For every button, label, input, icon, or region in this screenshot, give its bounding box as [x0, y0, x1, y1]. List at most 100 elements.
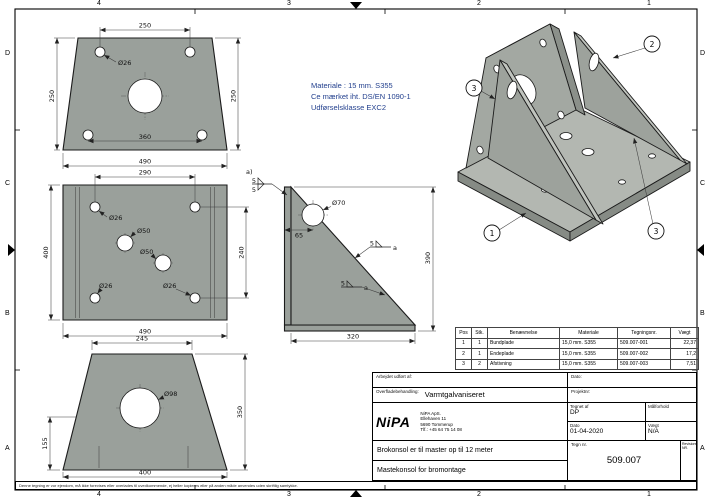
col-header: Benævnelse	[487, 327, 560, 339]
dim-label: 240	[238, 246, 246, 258]
parts-row: 3 2 Afstivning 15,0 mm. S355 509.007-003…	[455, 358, 699, 370]
weld-symbols: a) 5 5 5 a 5 a	[246, 168, 397, 296]
hole-callout: Ø70	[332, 199, 345, 207]
balloon-pos3-upper: 3	[465, 79, 496, 100]
cell-material: 15,0 mm. S355	[559, 358, 618, 370]
view-afstivning-plate: 245 Ø98 350 155 400	[41, 335, 248, 480]
view-isometric: 2 3 1 3	[457, 23, 691, 242]
zone-row-label: C	[5, 180, 11, 187]
bundplade-outline	[62, 184, 228, 321]
drawing-no-label: Tegn nr.	[571, 442, 588, 447]
dim-label: 350	[236, 406, 244, 418]
description-line-1: Brokonsol er til master op til 12 meter	[373, 441, 567, 461]
zone-col-label: 3	[287, 491, 291, 498]
dim-label: 360	[139, 133, 151, 141]
svg-text:3: 3	[472, 84, 477, 93]
weld-size: 5	[252, 177, 256, 185]
col-header: Materiale	[559, 327, 618, 339]
svg-text:1: 1	[490, 229, 495, 238]
company-logo: NiPA	[376, 413, 411, 430]
side-dimensions: 65 Ø70 390 320	[284, 186, 436, 344]
gusset-front	[487, 59, 597, 221]
scale-label: Målforhold	[648, 404, 670, 409]
dim-label: 320	[347, 333, 359, 341]
company-line: Ellehaven 11	[420, 416, 447, 421]
gusset-rear	[573, 31, 681, 161]
parts-header-row: Pos Stk. Benævnelse Materiale Tegningsnr…	[455, 327, 699, 339]
zone-col-label: 4	[97, 0, 101, 7]
col-header: Pos	[455, 327, 472, 339]
cell-qty: 1	[471, 348, 488, 360]
cell-qty: 2	[471, 358, 488, 370]
dim-label: 390	[424, 252, 432, 264]
hole-callout: Ø26	[99, 282, 112, 290]
cell-drawing-no: 509.007-003	[617, 358, 671, 370]
dim-label: 250	[48, 90, 56, 102]
hole-callout: Ø26	[109, 214, 122, 222]
zone-col-label: 3	[287, 0, 291, 7]
cell-weight: 17,2	[670, 348, 699, 360]
drawn-by-label: Tegnet af	[570, 404, 589, 409]
weight-value: N/A	[648, 428, 659, 435]
weld-size: 5	[370, 240, 374, 248]
hole-callout: Ø50	[140, 248, 153, 256]
cell-drawing-no: 509.007-001	[617, 337, 671, 349]
drawing-number: 509.007	[606, 455, 642, 466]
dim-label: 400	[139, 469, 151, 477]
zone-col-label: 2	[477, 491, 481, 498]
zone-col-label: 1	[647, 0, 651, 7]
weld-note: a)	[246, 168, 253, 176]
note-line: Udførselsklasse EXC2	[311, 103, 387, 112]
parts-row: 2 1 Endeplade 15,0 mm. S355 509.007-002 …	[455, 348, 699, 360]
dim-label: 490	[139, 328, 151, 336]
cell-name: Afstivning	[487, 358, 560, 370]
hole-callout: Ø50	[137, 227, 150, 235]
cell-material: 15,0 mm. S355	[559, 348, 618, 360]
svg-text:3: 3	[654, 227, 659, 236]
weld-ref: a	[364, 284, 368, 292]
parts-list-table: Pos Stk. Benævnelse Materiale Tegningsnr…	[455, 327, 699, 370]
zone-col-label: 2	[477, 0, 481, 7]
cell-material: 15,0 mm. S355	[559, 337, 618, 349]
note-line: Materiale : 15 mm. S355	[311, 81, 393, 90]
company-line: Tlf.: +45 64 75 14 08	[420, 427, 462, 432]
center-hole	[127, 78, 163, 114]
gusset-hole	[301, 203, 325, 227]
cell-pos: 3	[455, 358, 472, 370]
revision-label: Revisions NR.	[680, 441, 697, 480]
zone-row-label: A	[700, 445, 705, 452]
svg-text:2: 2	[650, 40, 655, 49]
balloon-pos3-lower: 3	[633, 137, 665, 240]
cell-name: Endeplade	[487, 348, 560, 360]
weld-ref: a	[393, 244, 397, 252]
cell-weight: 22,37	[670, 337, 699, 349]
cell-pos: 2	[455, 348, 472, 360]
date-label: Dato:	[571, 374, 582, 379]
zone-col-label: 4	[97, 491, 101, 498]
endeplade-dimensions: 250 Ø26 250 250 360 490	[48, 22, 241, 169]
hole-callout: Ø26	[163, 282, 176, 290]
cell-drawing-no: 509.007-002	[617, 348, 671, 360]
zone-row-label: A	[5, 445, 10, 452]
afstivning-dimensions: 245 Ø98 350 155 400	[41, 335, 248, 480]
zone-row-label: C	[700, 180, 706, 187]
description-line-2: Mastekonsol for bromontage	[377, 467, 466, 474]
view-bundplade: 290 Ø26 Ø50 Ø50 Ø26 Ø26 240 400	[42, 169, 249, 339]
dim-label: 400	[42, 246, 50, 258]
project-label: Projektnr:	[571, 389, 591, 394]
hole-callout: Ø26	[118, 59, 131, 67]
hole-callout: Ø98	[164, 390, 177, 398]
legal-disclaimer: Denne tegning er vor ejendom, må ikke fo…	[15, 481, 697, 490]
dim-label: 245	[136, 335, 148, 343]
dim-label: 65	[295, 232, 303, 240]
drawn-date-value: 01-04-2020	[570, 428, 604, 435]
col-header: Stk.	[471, 327, 488, 339]
surface-label: Overfladebehandling:	[376, 389, 419, 394]
cell-qty: 1	[471, 337, 488, 349]
dim-label: 250	[230, 90, 238, 102]
cell-weight: 7,51	[670, 358, 699, 370]
drawn-by-value: DP	[570, 409, 580, 416]
material-notes: Materiale : 15 mm. S355 Ce mærket iht. D…	[311, 80, 411, 113]
